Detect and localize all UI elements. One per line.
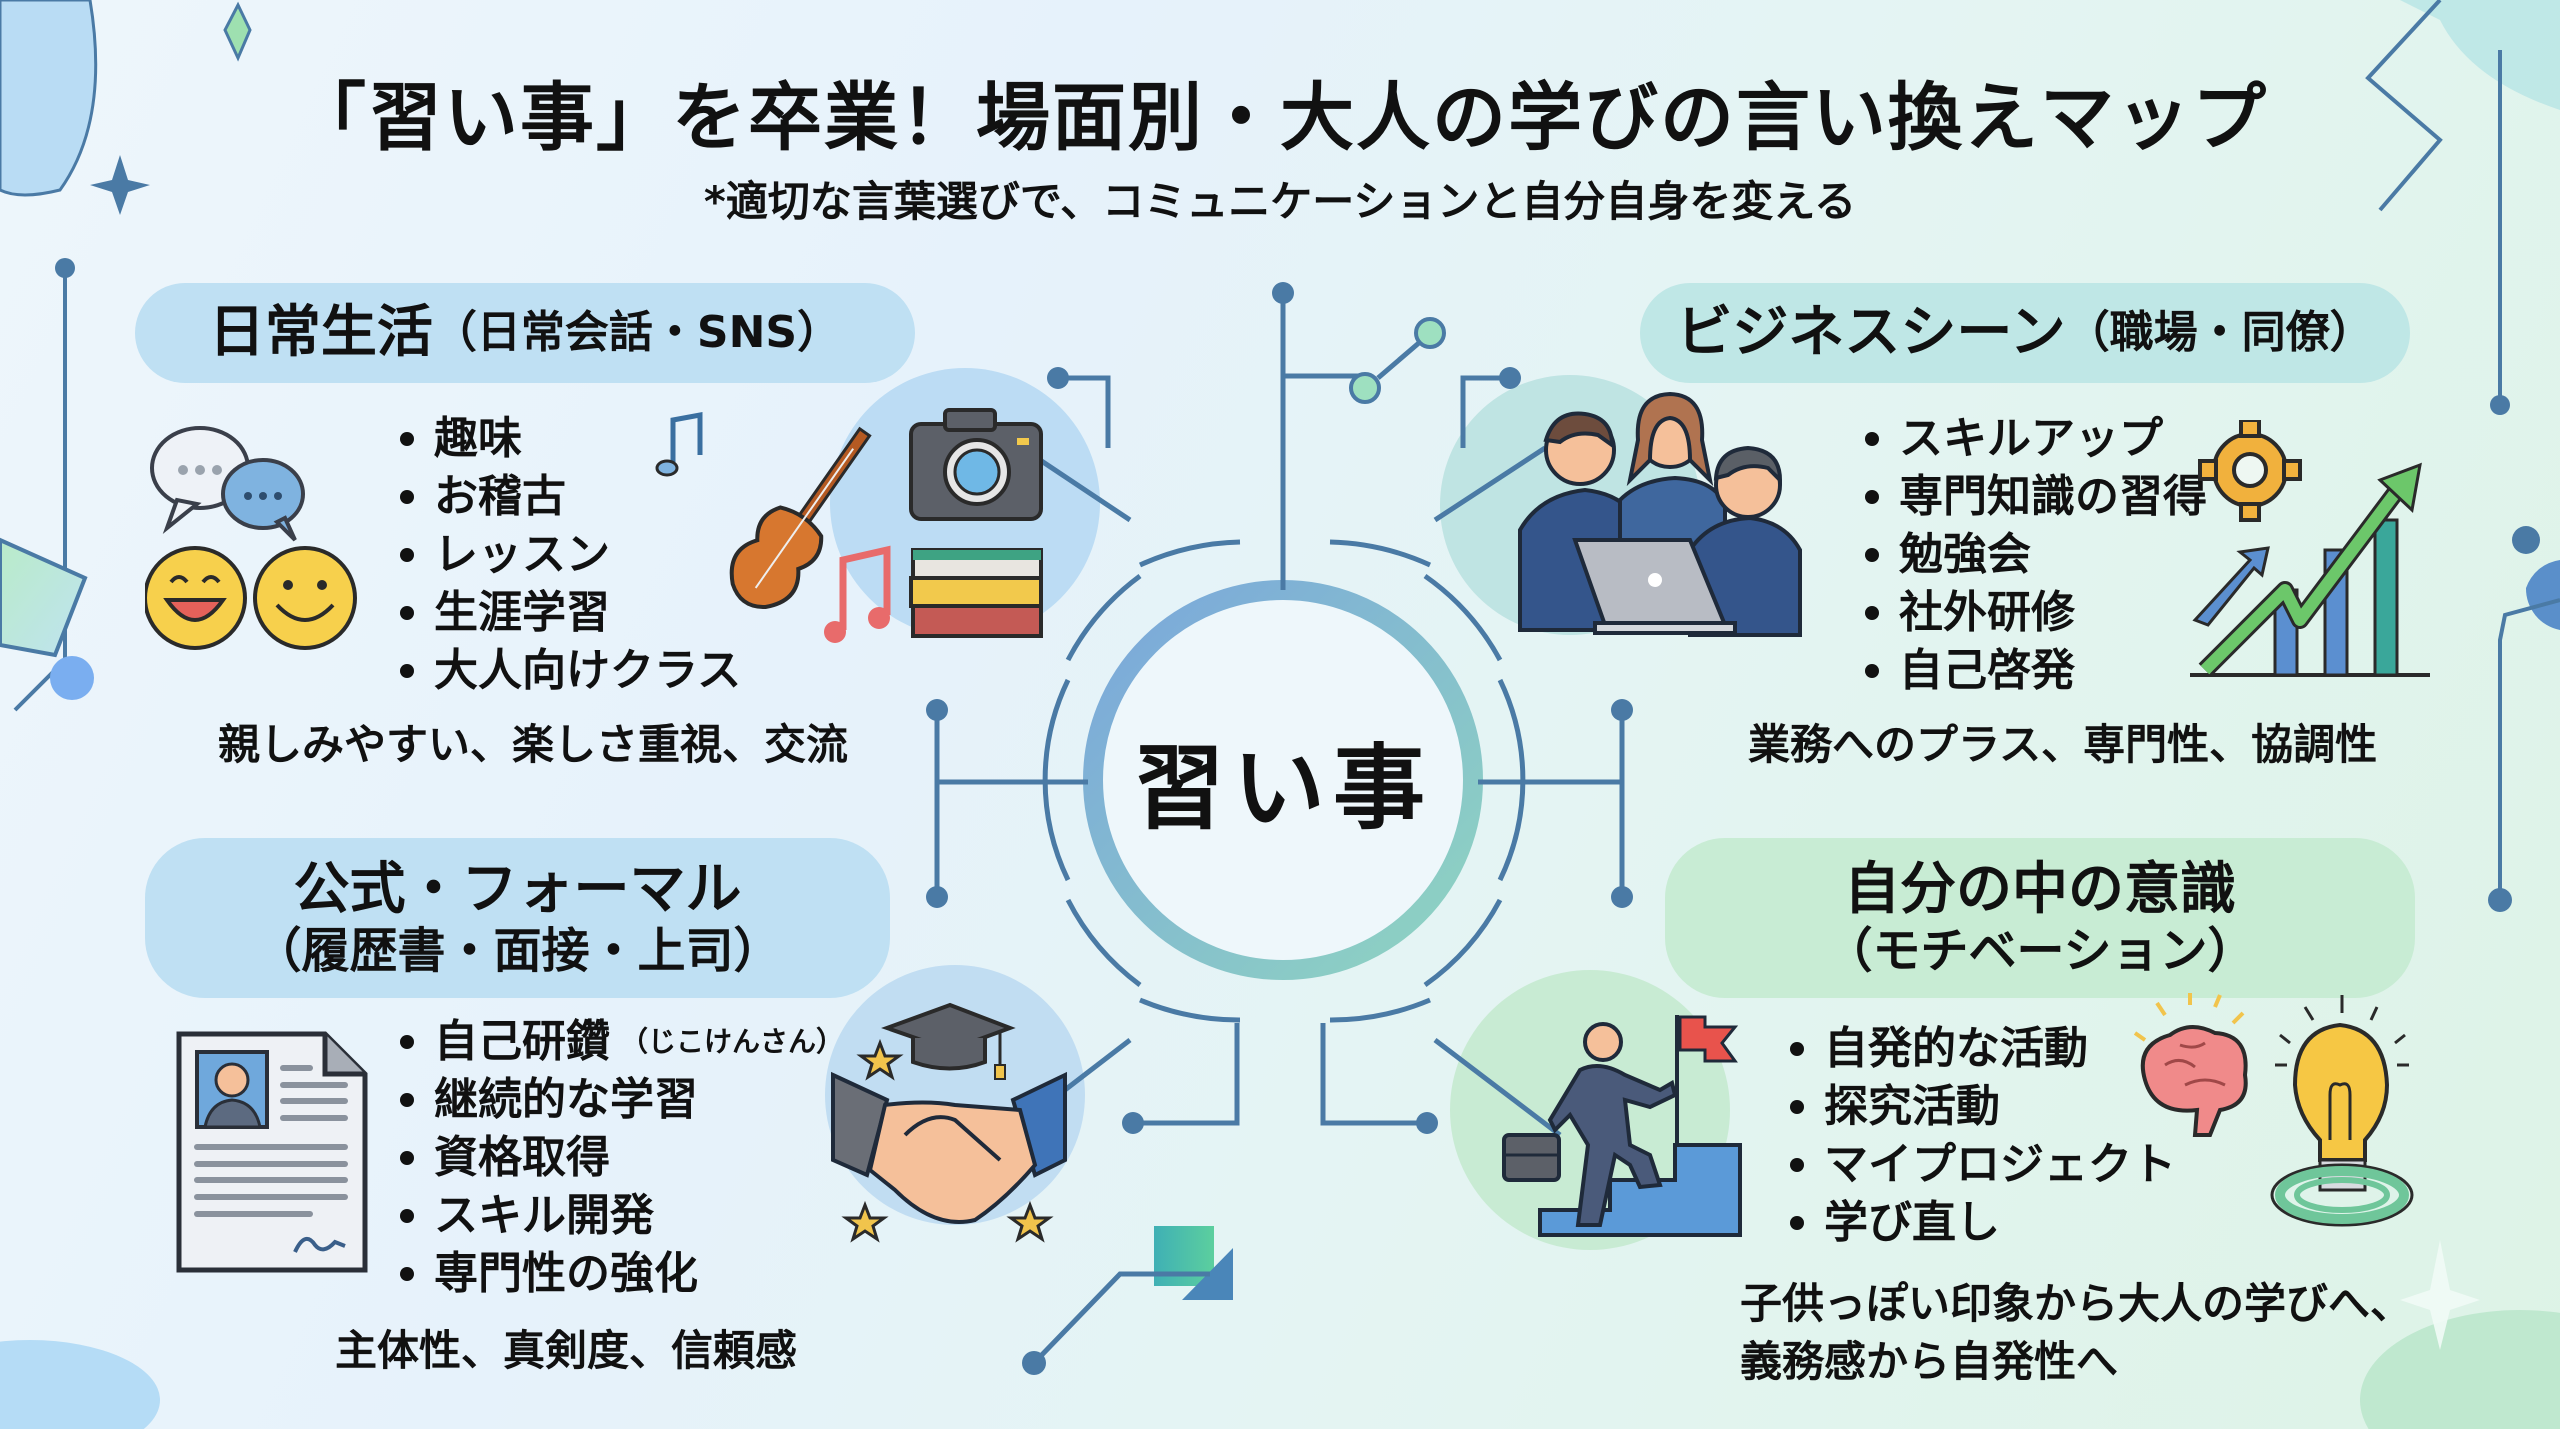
- formal-heading-pill: 公式・フォーマル （履歴書・面接・上司）: [145, 838, 890, 998]
- page-subtitle: *適切な言葉選びで、コミュニケーションと自分自身を変える: [703, 177, 1857, 226]
- mindset-summary: 子供っぽい印象から大人の学びへ、 義務感から自発性へ: [1740, 1275, 2412, 1391]
- list-item: 探究活動: [1790, 1078, 2176, 1136]
- hub-label: 習い事: [1132, 734, 1433, 842]
- corner-blob: [0, 0, 98, 197]
- list-item: 社外研修: [1865, 584, 2207, 642]
- mindset-icons: [2133, 993, 2414, 1227]
- handshake-graduation-icons: [831, 1002, 1067, 1243]
- star-icon: [841, 1038, 1054, 1243]
- list-item: スキルアップ: [1865, 410, 2207, 468]
- formal-heading: 公式・フォーマル: [293, 856, 742, 922]
- list-item: 趣味: [400, 410, 741, 468]
- sparkle-icon: [2400, 1240, 2480, 1350]
- mindset-heading-pill: 自分の中の意識 （モチベーション）: [1665, 838, 2415, 998]
- mindset-heading: 自分の中の意識: [1844, 856, 2236, 922]
- business-heading: ビジネスシーン: [1676, 300, 2066, 366]
- list-item: 資格取得: [400, 1129, 844, 1187]
- flag-icon: [1678, 1015, 1739, 1063]
- business-heading-pill: ビジネスシーン （職場・同僚）: [1640, 283, 2410, 383]
- light-bulb-icon: [2270, 995, 2414, 1227]
- business-context: （職場・同僚）: [2065, 306, 2374, 358]
- page-title: 「習い事」を卒業！場面別・大人の学びの言い換えマップ: [292, 75, 2268, 161]
- business-chart-icons: [2190, 420, 2430, 677]
- list-item: 専門性の強化: [400, 1245, 844, 1303]
- list-item: 自己研鑽（じこけんさん）: [400, 1013, 844, 1071]
- list-item: 専門知識の習得: [1865, 468, 2207, 526]
- list-item: 生涯学習: [400, 584, 741, 642]
- list-item: 学び直し: [1790, 1194, 2176, 1252]
- book-stack-icon: [909, 548, 1043, 638]
- list-item: スキル開発: [400, 1187, 844, 1245]
- business-summary: 業務へのプラス、専門性、協調性: [1748, 720, 2378, 769]
- daily-context: （日常会話・SNS）: [432, 306, 842, 358]
- brain-icon: [2133, 993, 2248, 1137]
- violin-icon: [729, 426, 872, 610]
- formal-list: 自己研鑽（じこけんさん） 継続的な学習 資格取得 スキル開発 専門性の強化: [400, 1013, 844, 1303]
- item-reading: （じこけんさん）: [620, 1025, 845, 1058]
- daily-icons-left: [145, 426, 357, 650]
- graduation-cap-icon: [881, 1002, 1016, 1080]
- list-item: お稽古: [400, 468, 741, 526]
- laughing-face-icon: [145, 546, 247, 650]
- daily-icons-right: [655, 408, 1043, 643]
- formal-summary: 主体性、真剣度、信頼感: [335, 1326, 798, 1375]
- daily-summary: 親しみやすい、楽しさ重視、交流: [218, 720, 849, 769]
- smiling-face-icon: [253, 546, 357, 650]
- daily-list: 趣味 お稽古 レッスン 生涯学習 大人向けクラス: [400, 410, 741, 700]
- business-list: スキルアップ 専門知識の習得 勉強会 社外研修 自己啓発: [1865, 410, 2207, 700]
- growth-chart-icon: [2190, 462, 2430, 677]
- mindset-summary-line: 子供っぽい印象から大人の学びへ、: [1740, 1279, 2413, 1328]
- sparkle-icon: [223, 1, 252, 62]
- handshake-icon: [831, 1071, 1067, 1224]
- mindset-summary-line: 義務感から自発性へ: [1740, 1337, 2119, 1386]
- resume-icon: [176, 1031, 368, 1273]
- list-item: 大人向けクラス: [400, 642, 741, 700]
- list-item: 勉強会: [1865, 526, 2207, 584]
- formal-context: （履歴書・面接・上司）: [253, 922, 782, 979]
- business-team-icon: [1518, 391, 1802, 637]
- list-item: レッスン: [400, 526, 741, 584]
- gear-icon: [2198, 420, 2302, 522]
- camera-icon: [909, 408, 1043, 521]
- music-note-icon: [824, 545, 891, 643]
- speech-bubbles-icon: [150, 426, 305, 542]
- music-note-icon: [655, 411, 703, 477]
- daily-heading-pill: 日常生活 （日常会話・SNS）: [135, 283, 915, 383]
- climbing-stairs-icon: [1502, 1015, 1742, 1237]
- list-item: マイプロジェクト: [1790, 1136, 2176, 1194]
- list-item: 自己啓発: [1865, 642, 2207, 700]
- list-item: 自発的な活動: [1790, 1020, 2176, 1078]
- pentagon-shape: [0, 537, 88, 658]
- mindset-context: （モチベーション）: [1824, 922, 2256, 979]
- daily-heading: 日常生活: [208, 300, 433, 366]
- list-item: 継続的な学習: [400, 1071, 844, 1129]
- mindset-list: 自発的な活動 探究活動 マイプロジェクト 学び直し: [1790, 1020, 2176, 1252]
- sparkle-icon: [90, 155, 150, 215]
